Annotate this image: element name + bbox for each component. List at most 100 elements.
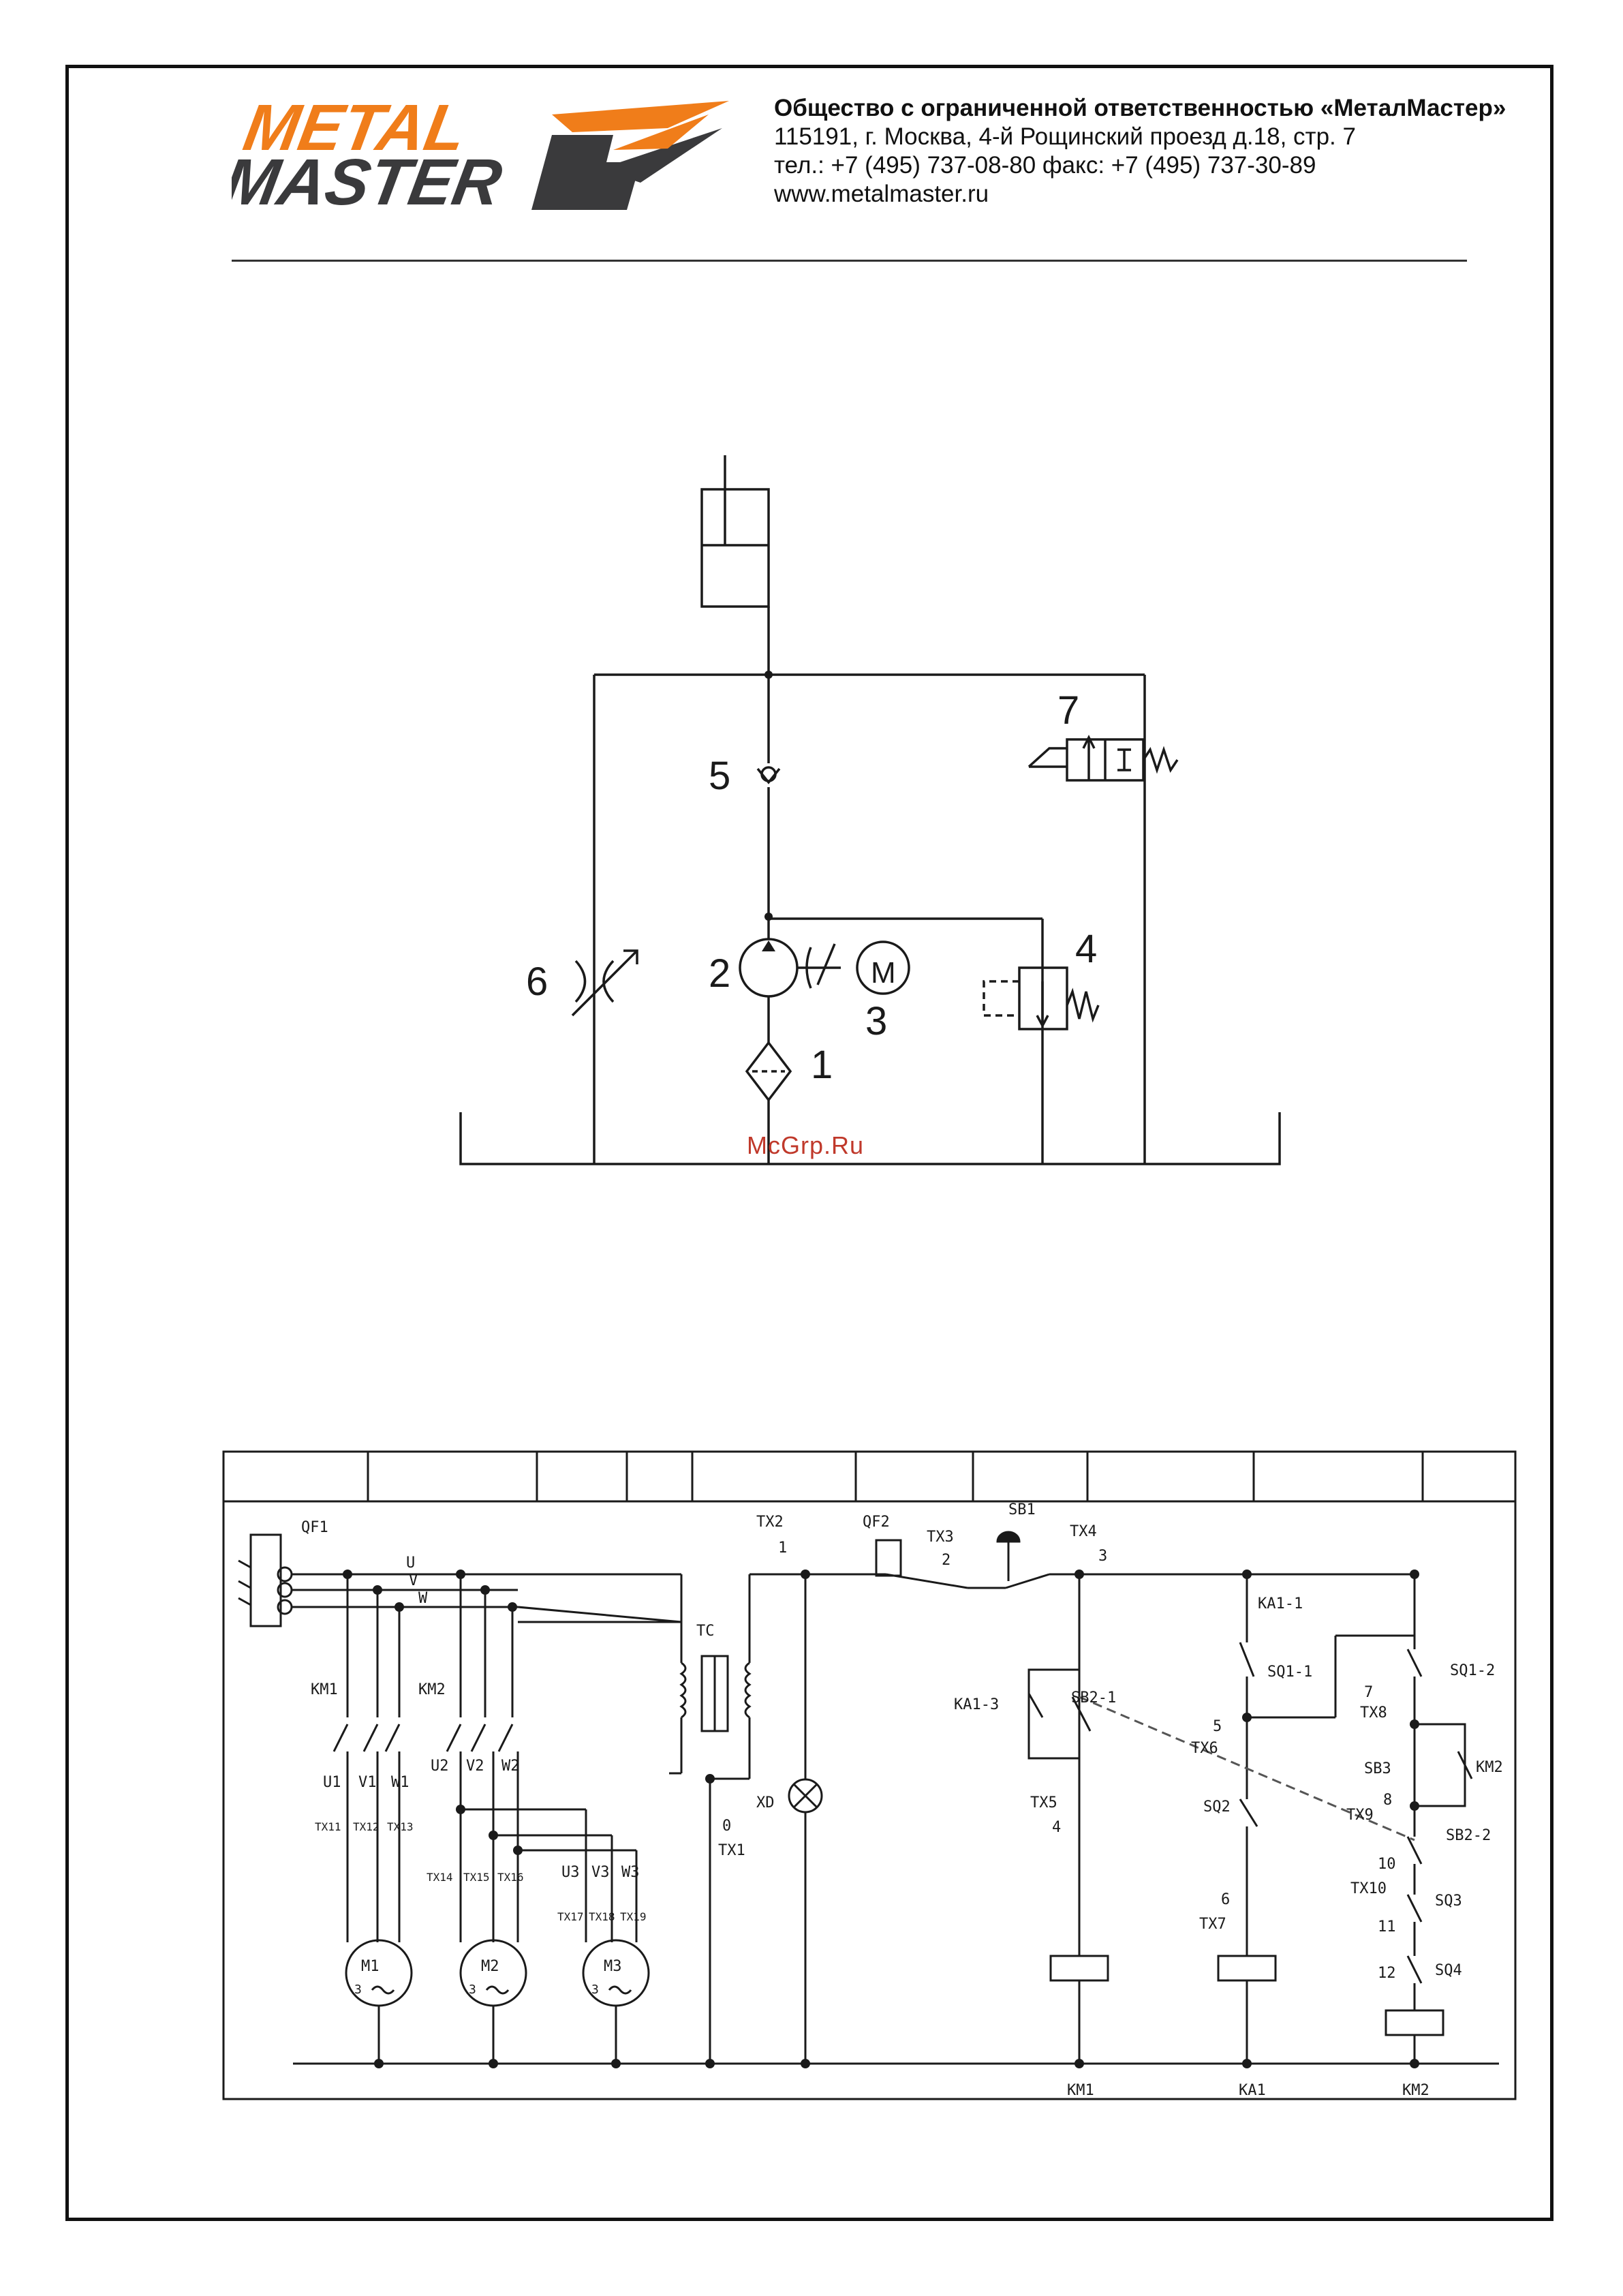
motor-3 <box>856 940 910 995</box>
metal-master-logo: METAL MASTER <box>232 91 729 217</box>
label-v3: V3 <box>591 1864 610 1881</box>
label-node-4: 4 <box>1052 1819 1061 1836</box>
logo-text-master: MASTER <box>232 145 508 217</box>
label-tx16: TX16 <box>497 1871 524 1884</box>
label-pump: 2 <box>709 951 730 996</box>
label-throttle: 6 <box>526 960 548 1004</box>
label-tx5: TX5 <box>1030 1794 1057 1811</box>
breaker-qf2 <box>875 1539 902 1577</box>
label-u3: U3 <box>561 1864 580 1881</box>
label-m3-phase: 3 <box>591 1983 599 1997</box>
label-sb1: SB1 <box>1008 1501 1036 1518</box>
check-valve-5 <box>756 766 781 784</box>
page-border <box>65 65 1554 2221</box>
label-relief-valve: 4 <box>1075 927 1097 971</box>
hydraulic-tank <box>459 1112 1281 1165</box>
label-tx7: TX7 <box>1199 1916 1226 1933</box>
label-filter: 1 <box>811 1043 833 1087</box>
label-phase-w: W <box>418 1590 428 1607</box>
label-w1: W1 <box>391 1774 409 1791</box>
label-solenoid-valve: 7 <box>1057 688 1079 733</box>
label-km2: KM2 <box>418 1681 446 1698</box>
header-divider <box>232 260 1467 262</box>
stop-button-sb1 <box>996 1531 1021 1543</box>
label-node-3: 3 <box>1098 1548 1107 1565</box>
label-coil-ka1: KA1 <box>1239 2082 1266 2099</box>
label-km1: KM1 <box>311 1681 338 1698</box>
label-tx17: TX17 <box>557 1910 584 1923</box>
label-m1-phase: 3 <box>354 1983 362 1997</box>
label-km2-contact: KM2 <box>1476 1759 1503 1776</box>
label-coil-km2: KM2 <box>1402 2082 1429 2099</box>
label-ka1-3: KA1-3 <box>954 1696 999 1713</box>
label-w3: W3 <box>621 1864 640 1881</box>
label-m2-phase: 3 <box>469 1983 476 1997</box>
label-tx2: TX2 <box>756 1514 784 1531</box>
label-node-10: 10 <box>1378 1856 1396 1873</box>
label-node-11: 11 <box>1378 1918 1396 1935</box>
label-m1: M1 <box>361 1958 380 1975</box>
label-phase-u: U <box>406 1555 415 1572</box>
label-tx10: TX10 <box>1350 1880 1387 1897</box>
coil-km2 <box>1385 2009 1444 2036</box>
throttle-valve-6 <box>571 949 638 1017</box>
label-sq1-1: SQ1-1 <box>1267 1664 1312 1681</box>
label-sb2-1: SB2-1 <box>1071 1689 1116 1706</box>
label-sq2: SQ2 <box>1203 1798 1231 1816</box>
label-tx8: TX8 <box>1360 1704 1387 1721</box>
label-tx15: TX15 <box>463 1871 490 1884</box>
label-tx19: TX19 <box>620 1910 647 1923</box>
company-address: 115191, г. Москва, 4-й Рощинский проезд … <box>774 123 1356 150</box>
label-xd: XD <box>756 1794 775 1811</box>
label-tx11: TX11 <box>315 1820 341 1833</box>
label-sb2-2: SB2-2 <box>1446 1827 1491 1844</box>
hydraulic-cylinder <box>700 488 770 608</box>
company-website[interactable]: www.metalmaster.ru <box>774 181 989 207</box>
label-node-0: 0 <box>722 1818 731 1835</box>
label-node-2: 2 <box>942 1552 950 1569</box>
label-w2: W2 <box>501 1758 520 1775</box>
label-tx18: TX18 <box>589 1910 615 1923</box>
electrical-frame <box>222 1450 1517 2100</box>
company-name: Общество с ограниченной ответственностью… <box>774 95 1506 121</box>
label-tx6: TX6 <box>1191 1740 1218 1757</box>
label-check-valve: 5 <box>709 754 730 798</box>
label-node-7: 7 <box>1364 1684 1373 1701</box>
label-m2: M2 <box>481 1958 499 1975</box>
coil-ka1 <box>1217 1955 1277 1982</box>
label-node-1: 1 <box>778 1540 787 1557</box>
solenoid-valve-7 <box>1027 735 1179 782</box>
label-motor-symbol: M <box>871 956 896 990</box>
km2-hold-contact <box>1415 1723 1466 1807</box>
label-v2: V2 <box>466 1758 484 1775</box>
watermark: McGrp.Ru <box>747 1131 865 1159</box>
company-phones: тел.: +7 (495) 737-08-80 факс: +7 (495) … <box>774 152 1316 179</box>
label-tx4: TX4 <box>1070 1523 1097 1540</box>
label-v1: V1 <box>358 1774 377 1791</box>
label-qf2: QF2 <box>863 1514 890 1531</box>
company-info: Общество с ограниченной ответственностью… <box>774 94 1506 209</box>
logo-text-metal: METAL <box>238 91 472 164</box>
label-u1: U1 <box>323 1774 341 1791</box>
label-ka1-1: KA1-1 <box>1258 1595 1303 1612</box>
label-sb3: SB3 <box>1364 1760 1391 1777</box>
label-node-5: 5 <box>1213 1718 1222 1735</box>
label-u2: U2 <box>431 1758 449 1775</box>
ka1-3-contact <box>1027 1668 1079 1760</box>
label-tx1: TX1 <box>718 1842 745 1859</box>
coil-km1 <box>1049 1955 1109 1982</box>
label-tx9: TX9 <box>1346 1807 1374 1824</box>
label-tx12: TX12 <box>353 1820 380 1833</box>
label-sq3: SQ3 <box>1435 1893 1462 1910</box>
label-m3: M3 <box>604 1958 622 1975</box>
label-sq1-2: SQ1-2 <box>1450 1662 1495 1679</box>
label-phase-v: V <box>409 1572 418 1589</box>
label-tx3: TX3 <box>927 1529 954 1546</box>
breaker-qf1 <box>238 1533 293 1627</box>
label-qf1: QF1 <box>301 1519 328 1536</box>
label-sq4: SQ4 <box>1435 1962 1462 1979</box>
logo-emblem-icon <box>531 101 729 210</box>
relief-valve-4 <box>1018 966 1068 1030</box>
label-node-8: 8 <box>1383 1792 1392 1809</box>
